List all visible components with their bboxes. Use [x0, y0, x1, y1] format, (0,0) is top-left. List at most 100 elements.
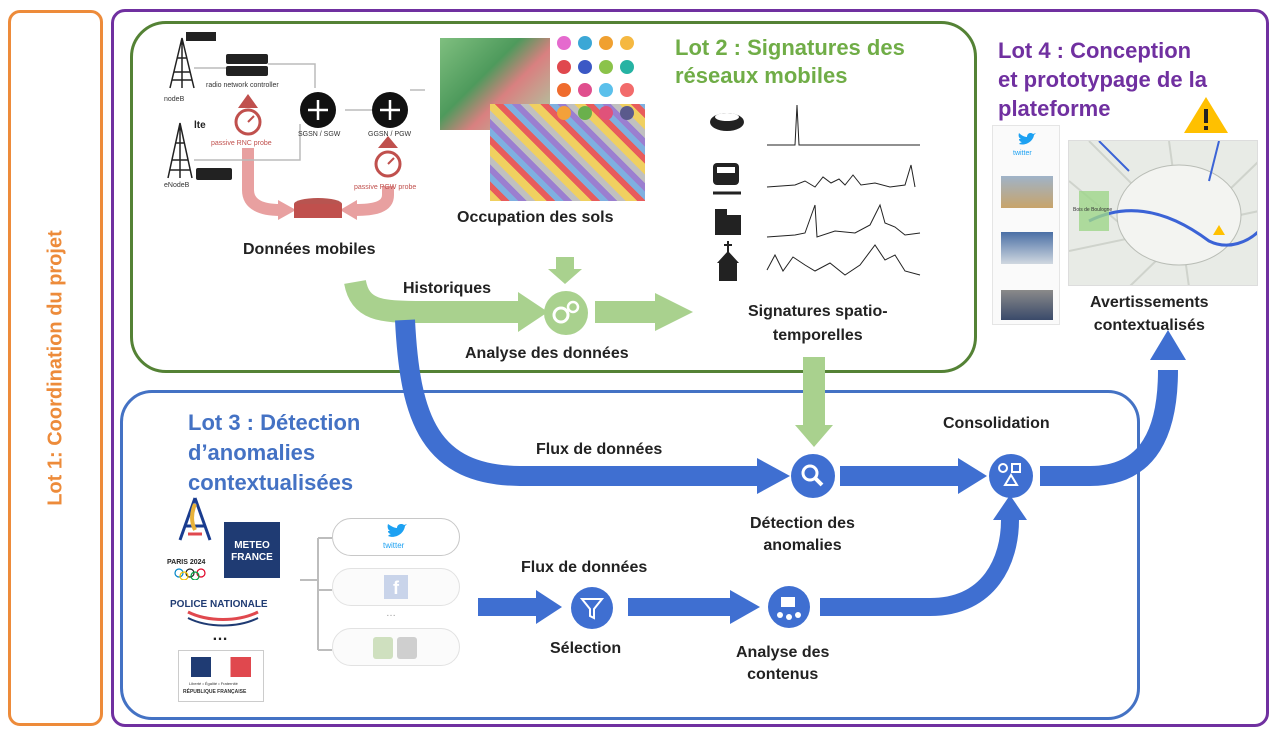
- lot4-title-line1: Lot 4 : Conception: [998, 38, 1192, 63]
- network-links: [194, 63, 425, 161]
- hspa-logo: [186, 32, 216, 41]
- land-use-map-large: [490, 104, 645, 201]
- nodeb-label: nodeB: [164, 96, 185, 103]
- twitter-channel-label: twitter: [383, 541, 405, 550]
- republique-label: RÉPUBLIQUE FRANÇAISE: [183, 689, 247, 695]
- data-flow-bottom-label: Flux de données: [521, 559, 648, 576]
- content-analysis-icon: [768, 586, 810, 628]
- consolidation-shapes-icon: [989, 454, 1033, 498]
- enodeb-label: eNodeB: [164, 182, 190, 189]
- content-analysis-label-line1: Analyse des: [736, 644, 830, 661]
- paris-map-graphic: [1069, 141, 1257, 285]
- rnc-label: radio network controller: [206, 82, 279, 89]
- blue-arrow-body-selection: [478, 598, 538, 616]
- green-arrow-mid-head: [655, 293, 693, 331]
- rnc-probe-label: passive RNC probe: [211, 140, 272, 147]
- lot3-frame: [120, 390, 1140, 720]
- police-flag-stripe: [187, 610, 259, 627]
- lot3-title-line1: Lot 3 : Détection: [188, 410, 361, 435]
- map-place-label: Bois de Boulogne: [1073, 207, 1113, 213]
- location-pin-icons: [557, 36, 634, 120]
- lte-logo: lte: [194, 120, 206, 131]
- meteo-france-line1: METEO: [234, 540, 270, 551]
- pink-head-up-rnc: [238, 94, 258, 108]
- tweet-image-3: [1001, 290, 1053, 320]
- building-icon: [715, 209, 741, 235]
- republique-francaise-logo: Liberté • Égalité • Fraternité RÉPUBLIQU…: [178, 650, 264, 702]
- analysis-gears-icon: [544, 291, 588, 335]
- spatiotemporal-signatures: [710, 104, 921, 281]
- signatures-label-line1: Signatures spatio-: [748, 303, 888, 320]
- green-arrow-head-1: [518, 292, 548, 332]
- blue-arrow-flux-top: [395, 319, 760, 486]
- lot2-frame: [130, 21, 977, 373]
- meteo-france-line2: FRANCE: [231, 552, 273, 563]
- selection-label: Sélection: [550, 640, 622, 657]
- facebook-icon: f: [384, 575, 408, 599]
- olympic-rings-icon: [174, 568, 206, 580]
- blue-arrow-body-content: [628, 598, 732, 616]
- blue-arrow-head-detection: [757, 458, 790, 494]
- historical-label: Historiques: [403, 280, 492, 297]
- blue-arrow-head-content: [730, 590, 760, 624]
- analysis-label: Analyse des données: [465, 345, 629, 362]
- rnc-device-icon-2: [226, 66, 268, 76]
- mobile-network-diagram: lte: [167, 32, 425, 218]
- church-icon: [717, 241, 739, 281]
- signatures-label-line2: temporelles: [772, 327, 863, 344]
- signatures-label: Signatures spatio- temporelles: [748, 300, 888, 348]
- sources-ellipsis: …: [212, 627, 228, 644]
- facebook-channel-pipe: f: [332, 568, 460, 606]
- mobile-apps-channel-pipe: [332, 628, 460, 666]
- twitter-channel-pipe: twitter: [332, 518, 460, 556]
- warning-icon: [1184, 97, 1228, 133]
- enodeb-tower-icon: [167, 122, 193, 179]
- selection-funnel-icon: [571, 587, 613, 629]
- content-analysis-label-line2: contenus: [747, 666, 819, 683]
- lot4-frame: [111, 9, 1269, 727]
- blue-arrow-head-selection: [536, 590, 562, 624]
- nodeb-tower-icon: [169, 37, 195, 89]
- lot4-title: Lot 4 : Conception et prototypage de la …: [998, 36, 1207, 123]
- sgsn-label: SGSN / SGW: [298, 131, 341, 138]
- android-icon: [373, 637, 393, 659]
- lot3-title-line3: contextualisées: [188, 470, 354, 495]
- green-arrow-down-body: [556, 257, 574, 271]
- blue-arrow-body-consolidation: [840, 466, 960, 486]
- channels-ellipsis: …: [386, 608, 396, 619]
- mobile-data-label: Données mobiles: [243, 241, 376, 258]
- twitter-bird-icon: [387, 524, 407, 537]
- pink-flow-pgw: [354, 186, 394, 216]
- blue-arrow-head-alerts: [1150, 330, 1186, 360]
- alerts-label-line2: contextualisés: [1093, 317, 1205, 334]
- train-icon: [713, 163, 741, 195]
- pink-head-left: [278, 200, 296, 220]
- paris-2024-label: PARIS 2024: [167, 559, 206, 566]
- lot3-title-line2: d’anomalies: [188, 440, 316, 465]
- republique-flag: [191, 657, 251, 677]
- content-analysis-label: Analyse des contenus: [736, 642, 829, 686]
- green-arrow-vertical-head: [795, 425, 833, 447]
- alerts-label: Avertissements contextualisés: [1090, 291, 1209, 337]
- blue-arrow-head-up: [993, 495, 1027, 520]
- blue-arrow-to-alerts: [1040, 369, 1178, 486]
- pink-flow-rnc: [242, 148, 281, 216]
- tweet-image-2: [1001, 232, 1053, 264]
- twitter-feed-panel: twitter: [992, 125, 1060, 325]
- tweet-image-1: [1001, 176, 1053, 208]
- poi-markers: [557, 36, 634, 120]
- twitter-bird-icon: [1018, 133, 1036, 145]
- green-arrow-vertical-body: [803, 357, 825, 427]
- police-nationale-logo: POLICE NATIONALE: [170, 599, 268, 610]
- pink-head-up-pgw: [378, 136, 398, 148]
- lot2-title-line2: réseaux mobiles: [675, 63, 848, 88]
- paris-alert-map: Bois de Boulogne: [1068, 140, 1258, 286]
- detection-label: Détection des anomalies: [750, 513, 855, 557]
- republique-motto: Liberté • Égalité • Fraternité: [189, 681, 238, 686]
- detection-search-icon: [791, 454, 835, 498]
- green-arrow-down-head: [548, 269, 582, 284]
- data-flow-top-label: Flux de données: [536, 441, 663, 458]
- alerts-label-line1: Avertissements: [1090, 294, 1209, 311]
- pgw-probe-label: passive PGW probe: [354, 184, 417, 191]
- source-bracket: [300, 537, 332, 651]
